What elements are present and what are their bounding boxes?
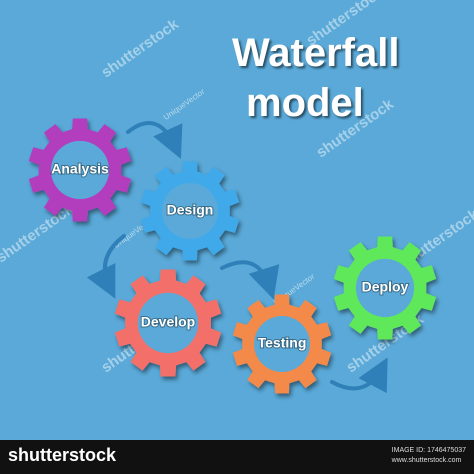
gear-deploy: Deploy [333, 236, 437, 340]
footer-site: www.shutterstock.com [391, 457, 462, 464]
footer-brand: shutterstock [8, 445, 117, 465]
gear-analysis: Analysis [28, 118, 132, 222]
flow-arrows [86, 121, 388, 394]
gear-testing: Testing [232, 294, 332, 394]
arrow-design-to-develop [86, 234, 126, 299]
gear-label-testing: Testing [258, 335, 307, 351]
gear-label-design: Design [167, 202, 214, 218]
waterfall-gear-diagram: Analysis Design Develop Testing Deploy [28, 118, 437, 394]
title-line-1: Waterfall [232, 31, 400, 75]
arrow-testing-to-deploy [330, 357, 388, 394]
diagram-title: Waterfall model [232, 28, 399, 128]
gear-label-analysis: Analysis [51, 161, 109, 177]
gear-label-deploy: Deploy [362, 279, 409, 295]
title-line-2: model [246, 81, 364, 125]
footer-image-info: IMAGE ID: 1746475037 www.shutterstock.co… [392, 446, 466, 466]
arrow-develop-to-testing [220, 260, 280, 300]
gear-design: Design [140, 161, 240, 261]
stock-footer-bar: shutterstock IMAGE ID: 1746475037 www.sh… [0, 440, 474, 474]
gear-label-develop: Develop [141, 314, 195, 330]
footer-image-id: IMAGE ID: 1746475037 [391, 447, 466, 454]
arrow-analysis-to-design [126, 121, 183, 159]
gear-develop: Develop [114, 269, 222, 377]
